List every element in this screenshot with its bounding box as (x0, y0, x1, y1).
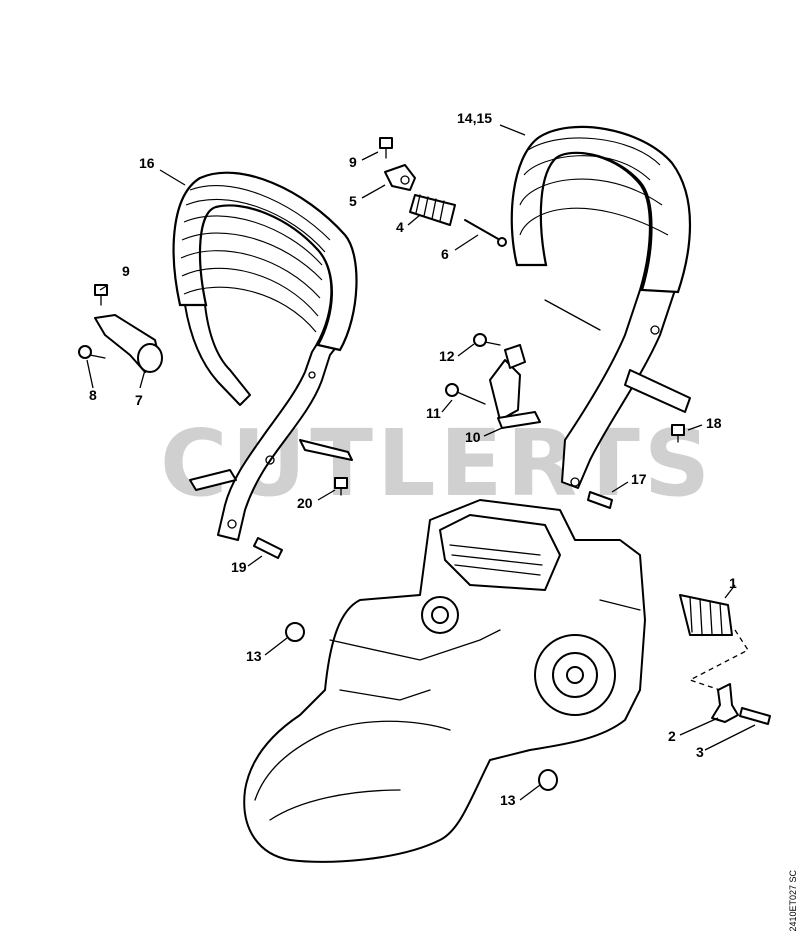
damper-10 (489, 344, 541, 429)
screw-12 (473, 333, 501, 347)
label-9-top: 9 (349, 154, 357, 170)
engine-housing (243, 499, 646, 863)
label-5: 5 (349, 193, 357, 209)
label-4: 4 (396, 219, 404, 235)
label-7: 7 (135, 392, 143, 408)
label-19: 19 (231, 559, 247, 575)
bracket-5 (384, 164, 416, 191)
label-8: 8 (89, 387, 97, 403)
lever-2 (711, 683, 739, 723)
label-3: 3 (696, 744, 704, 760)
screw-11 (445, 383, 486, 405)
plug-13-a (285, 622, 305, 642)
label-13-b: 13 (500, 792, 516, 808)
label-1: 1 (729, 575, 737, 591)
label-16: 16 (139, 155, 155, 171)
leader-lines (86, 124, 756, 801)
label-9-left: 9 (122, 263, 130, 279)
front-handle (172, 171, 358, 541)
spring-1 (679, 594, 733, 636)
drawing-code: 2410ET027 SC (788, 870, 798, 932)
screw-19 (253, 537, 283, 559)
label-6: 6 (441, 246, 449, 262)
screw-20 (334, 477, 348, 496)
label-20: 20 (297, 495, 313, 511)
label-11: 11 (426, 405, 441, 421)
label-13-a: 13 (246, 648, 262, 664)
screw-18 (671, 424, 685, 443)
label-14-15: 14,15 (457, 110, 492, 126)
screw-9-top (379, 137, 393, 159)
rear-handle (510, 125, 692, 489)
label-12: 12 (439, 348, 455, 364)
label-2: 2 (668, 728, 676, 744)
label-17: 17 (631, 471, 647, 487)
label-18: 18 (706, 415, 722, 431)
buffer-7 (94, 314, 163, 373)
screw-8 (78, 345, 106, 359)
plug-13-b (538, 769, 558, 791)
label-10: 10 (465, 429, 481, 445)
spring-4 (409, 194, 456, 226)
screw-3 (739, 707, 771, 725)
screw-17 (587, 491, 613, 509)
part-labels: 16 14,15 9 5 4 6 9 7 8 12 11 10 18 17 20… (89, 110, 737, 808)
pin-6 (464, 219, 507, 247)
assembly-dash-line (688, 629, 749, 691)
screw-9-left (94, 284, 108, 306)
